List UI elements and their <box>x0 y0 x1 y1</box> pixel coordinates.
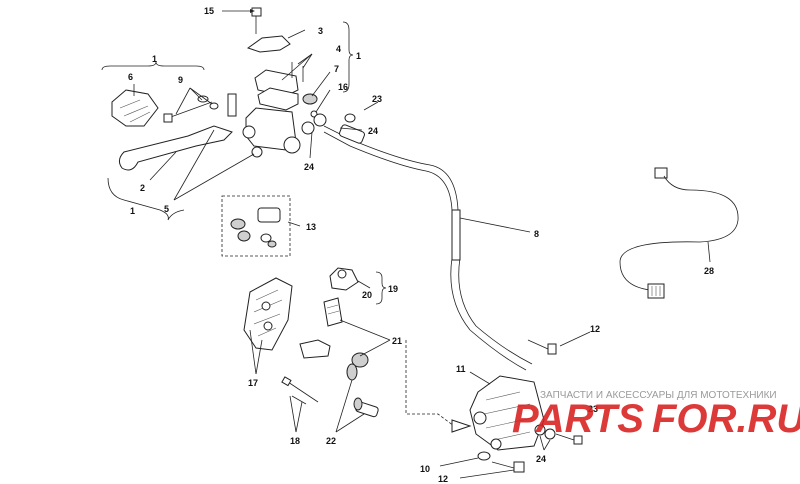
callout-2: 2 <box>140 183 145 193</box>
brake-hose-8 <box>301 113 533 371</box>
spring-5 <box>251 146 263 158</box>
sensor-cable-28 <box>619 167 739 299</box>
callout-6: 6 <box>128 72 133 82</box>
watermark-brand-right: FOR.RU <box>652 397 800 441</box>
washer-10 <box>477 451 491 461</box>
fitting-19-20 <box>329 267 387 305</box>
callout-23-top: 23 <box>372 94 382 104</box>
master-cylinder-assembly <box>222 7 354 154</box>
brake-lever-2 <box>118 125 233 171</box>
callout-12-top: 12 <box>590 324 600 334</box>
callout-28: 28 <box>704 266 714 276</box>
callout-1-bottom: 1 <box>130 206 135 216</box>
callout-21: 21 <box>392 336 402 346</box>
callout-1-left: 1 <box>152 54 157 64</box>
callout-11: 11 <box>456 364 466 374</box>
brake-caliper-11 <box>405 340 545 451</box>
caliper-bracket-17 <box>243 277 293 351</box>
callout-1-top: 1 <box>356 51 361 61</box>
callout-9: 9 <box>178 75 183 85</box>
screw-23-bottom <box>573 435 583 445</box>
callout-16: 16 <box>338 82 348 92</box>
caliper-hardware <box>477 339 583 473</box>
pins-18 <box>281 376 319 405</box>
leader-lines <box>133 53 711 479</box>
bolt-12-top <box>547 343 557 355</box>
callout-23-bottom: 23 <box>588 404 598 414</box>
watermark-brand-left: PARTS <box>512 397 644 441</box>
callout-24-top: 24 <box>368 126 378 136</box>
callout-18: 18 <box>290 436 300 446</box>
callout-12-bottom: 12 <box>438 474 448 484</box>
callout-13: 13 <box>306 222 316 232</box>
lever-bracket-6 <box>111 89 159 127</box>
callout-20: 20 <box>362 290 372 300</box>
seal-kit-13 <box>221 195 291 257</box>
callout-22: 22 <box>326 436 336 446</box>
lever-assembly <box>101 61 263 221</box>
callout-24-bottom: 24 <box>536 454 546 464</box>
reservoir-cap-4 <box>254 69 299 97</box>
callout-19: 19 <box>388 284 398 294</box>
callout-3: 3 <box>318 26 323 36</box>
connector-upper <box>654 167 668 179</box>
callout-24-mid: 24 <box>304 162 314 172</box>
plug-7 <box>302 93 318 105</box>
callout-4: 4 <box>336 44 341 54</box>
bolt-15 <box>251 7 262 17</box>
callouts: 15 3 1 4 7 16 23 24 24 1 6 9 2 5 1 13 8 … <box>128 6 714 484</box>
callout-17: 17 <box>248 378 258 388</box>
watermark-tagline: ЗАПЧАСТИ И АКСЕССУАРЫ ДЛЯ МОТОТЕХНИКИ <box>540 390 777 401</box>
callout-5: 5 <box>164 204 169 214</box>
clamp-3 <box>246 35 291 53</box>
brake-pads-21 <box>299 297 369 368</box>
callout-10: 10 <box>420 464 430 474</box>
callout-15: 15 <box>204 6 214 16</box>
watermark: ЗАПЧАСТИ И АКСЕССУАРЫ ДЛЯ МОТОТЕХНИКИ PA… <box>512 390 800 441</box>
callout-7: 7 <box>334 64 339 74</box>
guide-pins-22 <box>346 363 379 418</box>
bolt-12-bottom <box>513 461 525 473</box>
callout-8: 8 <box>534 229 539 239</box>
